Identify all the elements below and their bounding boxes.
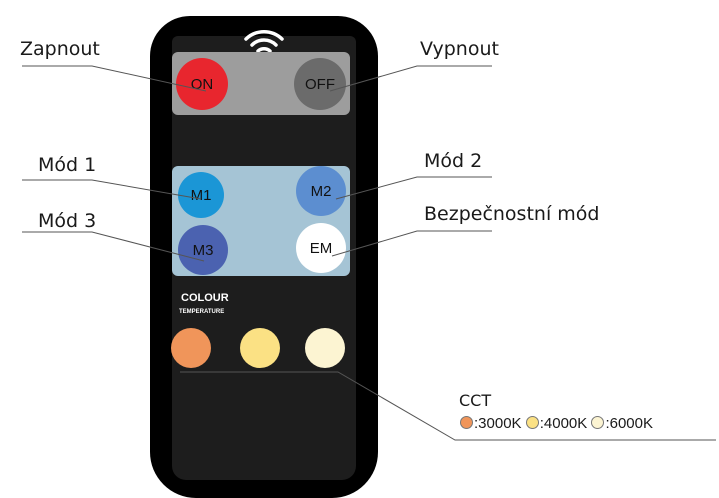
temp-6000k-button[interactable]: [305, 328, 345, 368]
cct-legend: :3000K :4000K :6000K: [460, 415, 653, 432]
mode-1-button[interactable]: M1: [178, 172, 224, 218]
leader-mode2: [335, 176, 492, 200]
label-mod-1: Mód 1: [38, 154, 97, 176]
cct-4000k: :4000K: [539, 415, 588, 432]
label-vypnout: Vypnout: [420, 38, 499, 60]
leader-on: [22, 65, 207, 92]
colour-title: COLOUR: [181, 292, 229, 304]
swatch-6000k-icon: [591, 416, 605, 429]
leader-mode1: [22, 179, 202, 200]
leader-cct: [180, 371, 716, 441]
emergency-mode-button[interactable]: EM: [296, 223, 346, 273]
mode-3-button[interactable]: M3: [178, 225, 228, 275]
label-mod-3: Mód 3: [38, 210, 97, 232]
cct-6000k: :6000K: [605, 415, 653, 432]
mode-2-button[interactable]: M2: [296, 166, 346, 216]
temperature-subtitle: TEMPERATURE: [179, 309, 225, 315]
leader-em: [331, 230, 492, 257]
leader-off: [329, 65, 492, 92]
swatch-4000k-icon: [525, 416, 539, 429]
on-button[interactable]: ON: [176, 58, 228, 110]
temp-3000k-button[interactable]: [171, 328, 211, 368]
leader-mode3: [22, 231, 205, 262]
label-zapnout: Zapnout: [20, 38, 100, 60]
cct-title: CCT: [459, 391, 492, 410]
label-mod-2: Mód 2: [424, 150, 483, 172]
off-button[interactable]: OFF: [294, 58, 346, 110]
cct-3000k: :3000K: [474, 415, 522, 432]
swatch-3000k-icon: [460, 416, 473, 429]
wifi-icon: [244, 30, 284, 53]
label-bezpecnostni-mod: Bezpečnostní mód: [424, 203, 600, 225]
temp-4000k-button[interactable]: [240, 328, 280, 368]
